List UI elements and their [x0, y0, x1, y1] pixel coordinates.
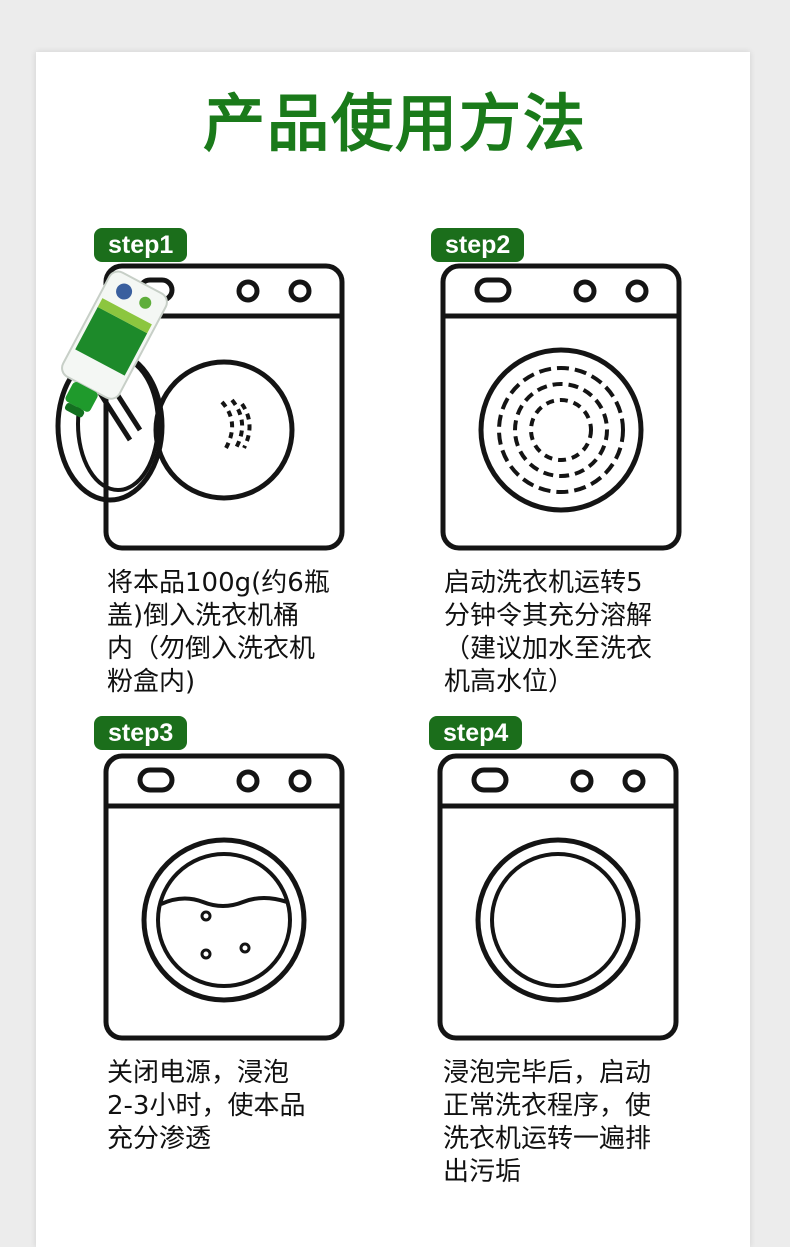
step1-description: 将本品100g(约6瓶 盖)倒入洗衣机桶 内（勿倒入洗衣机 粉盒内)	[107, 567, 357, 699]
step2-badge: step2	[431, 228, 525, 262]
step1-line-3: 内（勿倒入洗衣机	[107, 634, 316, 664]
step1-line-2: 盖)倒入洗衣机桶	[107, 601, 300, 631]
step2-line-2: 分钟令其充分溶解	[444, 601, 653, 631]
page-title: 产品使用方法	[202, 87, 587, 160]
step3-description: 关闭电源，浸泡 2-3小时，使本品 充分渗透	[107, 1057, 357, 1156]
washing-machine-washing-icon	[437, 753, 679, 1041]
step3-line-3: 充分渗透	[107, 1124, 212, 1154]
step2-line-3: （建议加水至洗衣	[444, 634, 653, 664]
step4-line-3: 洗衣机运转一遍排	[443, 1124, 652, 1154]
step2-line-4: 机高水位）	[444, 667, 575, 697]
step1-line-4: 粉盒内)	[107, 667, 196, 697]
step4-line-2: 正常洗衣程序，使	[443, 1091, 652, 1121]
washing-machine-spinning-icon	[440, 263, 682, 551]
step4-description: 浸泡完毕后，启动 正常洗衣程序，使 洗衣机运转一遍排 出污垢	[443, 1057, 693, 1189]
step2-line-1: 启动洗衣机运转5	[444, 568, 643, 598]
step4-line-4: 出污垢	[443, 1157, 522, 1187]
washing-machine-open-door-icon	[55, 263, 345, 551]
step3-line-1: 关闭电源，浸泡	[107, 1058, 290, 1088]
step3-badge: step3	[94, 716, 188, 750]
washing-machine-soaking-icon	[103, 753, 345, 1041]
step1-line-1: 将本品100g(约6瓶	[107, 568, 330, 598]
step4-line-1: 浸泡完毕后，启动	[443, 1058, 652, 1088]
step1-badge: step1	[94, 228, 188, 262]
cleaner-bottle-icon	[61, 270, 168, 418]
step4-badge: step4	[429, 716, 523, 750]
step3-line-2: 2-3小时，使本品	[107, 1091, 306, 1121]
step2-description: 启动洗衣机运转5 分钟令其充分溶解 （建议加水至洗衣 机高水位）	[444, 567, 694, 699]
